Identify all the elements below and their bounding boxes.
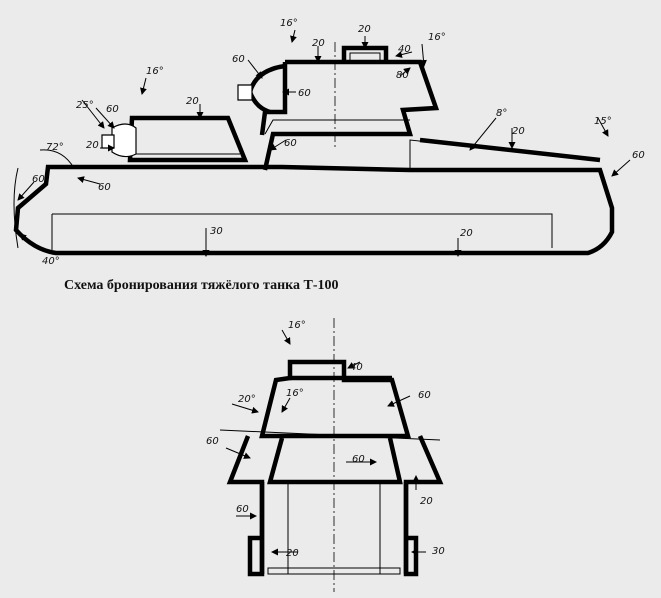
label-track-a: 20: [286, 548, 299, 559]
side-view: 16° 20 20 40 16° 60 80 60 16° 20 60 25° …: [13, 18, 645, 267]
label-bow-b: 60: [98, 182, 111, 193]
label-gun-angle: 25°: [76, 100, 94, 111]
front-view: 16° 40 60 20° 16° 60 60 20 60 20 30: [206, 318, 445, 592]
label-bottom-angle: 40°: [42, 256, 60, 267]
label-hatch: 20: [358, 24, 371, 35]
label-turret-top: 20: [312, 38, 325, 49]
label-left-side: 60: [206, 436, 219, 447]
label-upper-angle: 20°: [238, 394, 256, 405]
label-top-angle: 16°: [288, 320, 306, 331]
label-turret-side-a: 80: [396, 70, 409, 81]
label-lower-turret: 60: [352, 454, 365, 465]
label-turret-rear-angle: 16°: [280, 18, 298, 29]
main-turret: [237, 45, 440, 171]
label-engine-angle: 8°: [496, 108, 507, 119]
label-glacis-angle: 72°: [46, 142, 64, 153]
label-track-b: 30: [432, 546, 445, 557]
label-turret2-front: 60: [106, 104, 119, 115]
scheme-caption: Схема бронирования тяжёлого танка Т-100: [64, 278, 339, 293]
label-bow-a: 20: [86, 140, 99, 151]
label-floor-rear: 20: [460, 228, 473, 239]
label-floor-front: 30: [210, 226, 223, 237]
label-turret-side-b: 60: [298, 88, 311, 99]
label-mantlet-angle: 16°: [146, 66, 164, 77]
label-turret-side: 60: [418, 390, 431, 401]
label-rear-angle: 16°: [428, 32, 446, 43]
label-right-side: 20: [420, 496, 433, 507]
label-roof: 40: [350, 362, 363, 373]
label-turret2-top: 20: [186, 96, 199, 107]
label-rear-plate: 60: [632, 150, 645, 161]
label-engine-deck: 20: [512, 126, 525, 137]
hull-outline: [13, 137, 615, 256]
label-lower-front: 60: [32, 174, 45, 185]
label-body-upper: 60: [284, 138, 297, 149]
label-inner-angle: 16°: [286, 388, 304, 399]
label-roof-thickness: 40: [398, 44, 411, 55]
label-turret-front: 60: [232, 54, 245, 65]
label-hull-side: 60: [236, 504, 249, 515]
small-turret: [101, 115, 249, 163]
label-rear-plate-angle: 15°: [594, 116, 612, 127]
